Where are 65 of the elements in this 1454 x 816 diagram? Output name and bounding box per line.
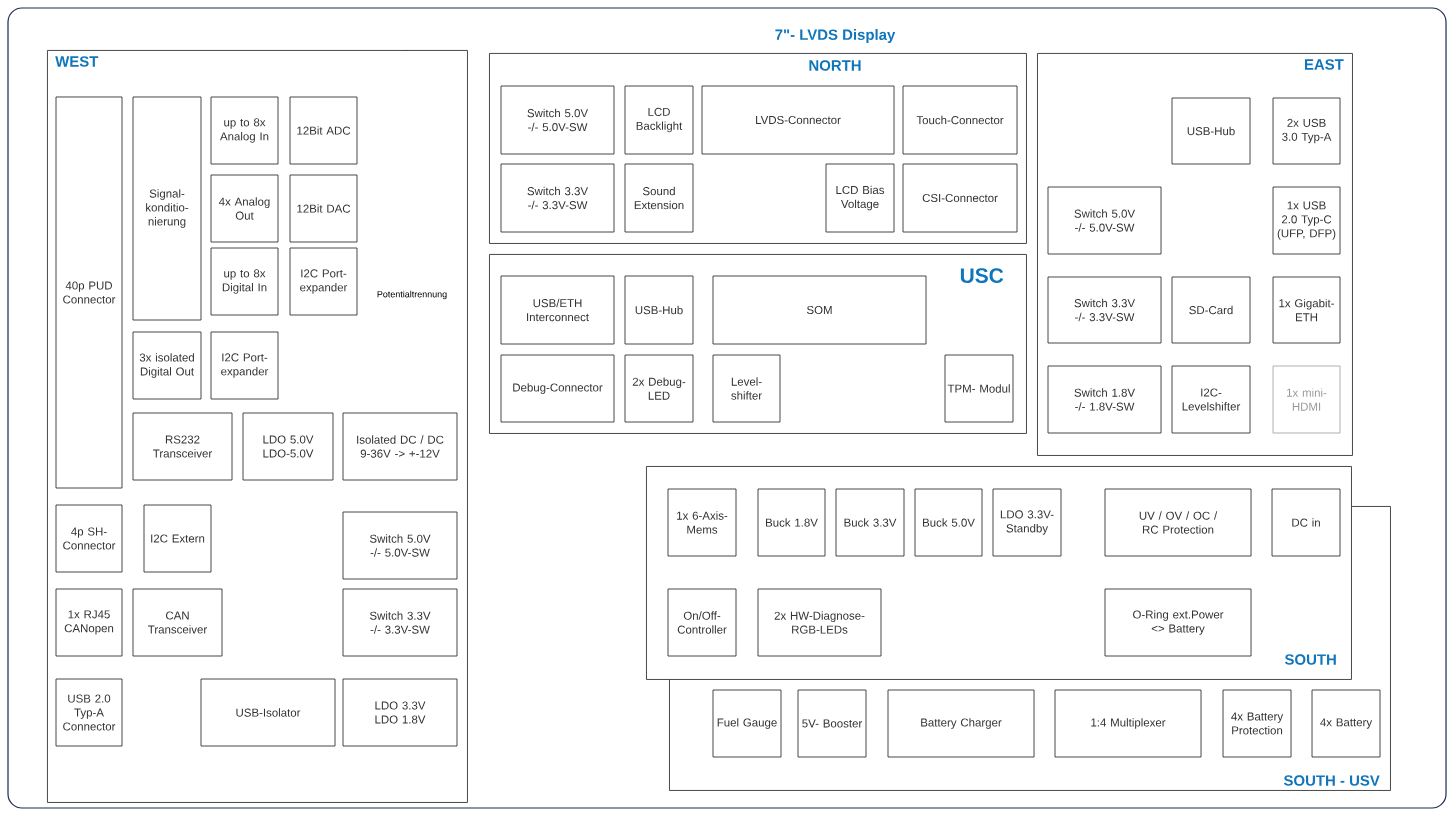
block-box: 4x Battery [1311, 689, 1381, 758]
block-box: I2C Port- expander [210, 331, 279, 400]
block-box: Switch 3.3V -/- 3.3V-SW [342, 588, 458, 657]
block-box: up to 8x Digital In [210, 247, 279, 316]
block-box: USB-Hub [624, 275, 694, 345]
diagram-title: 7"- LVDS Display [775, 29, 896, 43]
block-box: 5V- Booster [797, 689, 867, 758]
block-box: USB 2.0 Typ-A Connector [55, 678, 123, 747]
block-box: Buck 5.0V [914, 488, 983, 557]
block-box: On/Off- Controller [667, 588, 737, 657]
block-box: 2x USB 3.0 Typ-A [1272, 97, 1341, 165]
block-box: Sound Extension [624, 163, 694, 233]
block-box: Switch 1.8V -/- 1.8V-SW [1047, 365, 1162, 434]
block-box: RS232 Transceiver [132, 412, 233, 481]
block-box: Buck 3.3V [835, 488, 905, 557]
block-box: CSI-Connector [902, 163, 1018, 233]
block-box: Touch-Connector [902, 85, 1018, 155]
block-box: Signal- konditio- nierung [132, 96, 202, 321]
block-box: Isolated DC / DC 9-36V -> +-12V [342, 412, 458, 481]
block-box: 40p PUD Connector [55, 96, 123, 489]
block-box: 12Bit ADC [289, 96, 358, 165]
block-box: Switch 3.3V -/- 3.3V-SW [500, 163, 615, 233]
block-box: LDO 5.0V LDO-5.0V [242, 412, 334, 481]
block-box: 1x USB 2.0 Typ-C (UFP, DFP) [1272, 186, 1341, 255]
block-box: 1x mini- HDMI [1272, 365, 1341, 434]
block-box: CAN Transceiver [132, 588, 223, 657]
boundary-label: Potentialtrennung [375, 289, 449, 301]
block-box: 2x Debug-LED [624, 354, 694, 423]
block-box: SD-Card [1171, 276, 1251, 344]
block-box: LCD Backlight [624, 85, 694, 155]
block-box: LCD Bias Voltage [825, 163, 895, 233]
block-box: up to 8x Analog In [210, 96, 279, 165]
block-box: Switch 5.0V -/- 5.0V-SW [500, 85, 615, 155]
block-box: USB-Isolator [200, 678, 336, 747]
block-box: Fuel Gauge [712, 689, 782, 758]
block-box: I2C- Levelshifter [1171, 365, 1251, 434]
block-box: Switch 5.0V -/- 5.0V-SW [1047, 186, 1162, 255]
block-box: UV / OV / OC / RC Protection [1104, 488, 1252, 557]
block-box: 3x isolated Digital Out [132, 331, 202, 400]
block-box: LVDS-Connector [701, 85, 895, 155]
block-box: 4x Analog Out [210, 174, 279, 243]
block-box: 4x Battery Protection [1222, 689, 1292, 758]
block-box: I2C Extern [143, 504, 212, 573]
block-box: 1x Gigabit- ETH [1272, 276, 1341, 344]
block-box: Debug-Connector [500, 354, 615, 423]
block-box: DC in [1271, 488, 1341, 557]
block-box: 2x HW-Diagnose- RGB-LEDs [757, 588, 882, 657]
block-box: 1x 6-Axis- Mems [667, 488, 737, 557]
block-box: 1x RJ45 CANopen [55, 588, 123, 657]
block-box: USB/ETH Interconnect [500, 275, 615, 345]
block-box: 1:4 Multiplexer [1054, 689, 1202, 758]
block-box: Switch 3.3V -/- 3.3V-SW [1047, 276, 1162, 344]
block-box: O-Ring ext.Power <> Battery [1104, 588, 1252, 657]
block-box: USB-Hub [1171, 97, 1251, 165]
block-box: 12Bit DAC [289, 174, 358, 243]
block-box: I2C Port- expander [289, 247, 358, 316]
block-box: 4p SH-Connector [55, 504, 123, 573]
block-box: LDO 3.3V- Standby [992, 488, 1062, 557]
block-box: TPM- Modul [944, 354, 1014, 423]
block-box: SOM [712, 275, 927, 345]
block-box: Level- shifter [712, 354, 781, 423]
block-box: Switch 5.0V -/- 5.0V-SW [342, 511, 458, 580]
block-box: LDO 3.3V LDO 1.8V [342, 678, 458, 747]
block-box: Buck 1.8V [757, 488, 826, 557]
block-box: Battery Charger [887, 689, 1035, 758]
